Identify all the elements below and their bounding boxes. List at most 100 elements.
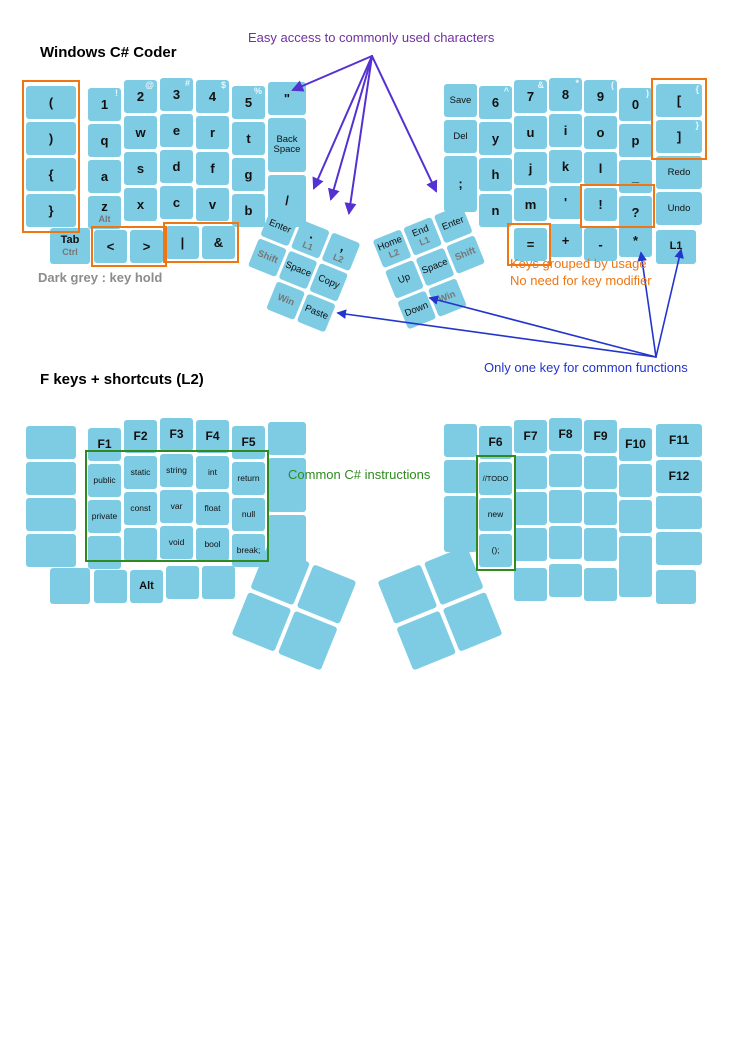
key-label: Back Space <box>273 134 301 155</box>
easy-access-note: Easy access to commonly used characters <box>248 30 495 45</box>
key-label: < <box>106 238 115 254</box>
key-blank <box>26 462 76 495</box>
key-label: > <box>142 238 151 254</box>
grouped-note-line1: Keys grouped by usage <box>510 256 647 271</box>
key-label: Win <box>275 291 296 309</box>
key-bool: bool <box>196 528 229 561</box>
key-shift-label: * <box>575 78 579 88</box>
key-label: v <box>208 196 217 212</box>
key-hold-label: L1 <box>301 238 315 253</box>
key-label: F4 <box>205 429 220 444</box>
key-label: Up <box>396 271 412 287</box>
key-float: float <box>196 492 229 525</box>
key-undo: Undo <box>656 192 702 225</box>
key-label: 4 <box>208 88 217 104</box>
key-label: _ <box>631 168 640 184</box>
key-symbol: ]} <box>656 120 702 153</box>
key-blank <box>514 528 547 561</box>
key-label: p <box>631 132 640 148</box>
key-label: x <box>136 196 145 212</box>
key-label: y <box>491 130 500 146</box>
key-label: Win <box>437 288 458 306</box>
key-x: x <box>124 188 157 221</box>
key-f4: F4 <box>196 420 229 453</box>
key-blank <box>656 570 696 604</box>
key-label: { <box>48 166 54 182</box>
key-label: a <box>100 168 109 184</box>
key-label: ; <box>458 176 463 192</box>
key-label: Save <box>449 94 472 106</box>
key-shift-label: } <box>695 120 699 130</box>
key-label: int <box>208 467 217 478</box>
key-f: f <box>196 152 229 185</box>
key-label: s <box>136 160 145 176</box>
key-label: " <box>283 90 291 106</box>
key-a: a <box>88 160 121 193</box>
key-label: . <box>307 226 317 242</box>
key-1: 1! <box>88 88 121 121</box>
key-f8: F8 <box>549 418 582 451</box>
key-label: Alt <box>139 579 154 592</box>
key-blank <box>514 568 547 601</box>
key-symbol: < <box>94 230 127 263</box>
key-h: h <box>479 158 512 191</box>
key-label: Space <box>420 256 450 277</box>
key-blank <box>444 424 477 457</box>
key-3: 3# <box>160 78 193 111</box>
key-5: 5% <box>232 86 265 119</box>
key-symbol: * <box>619 224 652 257</box>
key-label: d <box>172 158 181 174</box>
key-label: ' <box>563 194 568 210</box>
grouped-by-usage-note: Keys grouped by usage No need for key mo… <box>510 255 652 289</box>
key-label: w <box>135 124 146 140</box>
key-label: Paste <box>303 302 330 323</box>
key-label: bool <box>204 539 221 550</box>
key-u: u <box>514 116 547 149</box>
key-blank <box>549 490 582 523</box>
key-label: ! <box>598 196 603 212</box>
key-string: string <box>160 454 193 487</box>
key-blank <box>514 456 547 489</box>
key-label: + <box>561 232 570 248</box>
key-symbol: [{ <box>656 84 702 117</box>
key-label: Copy <box>316 272 342 292</box>
key-label: F10 <box>625 437 646 452</box>
key-g: g <box>232 158 265 191</box>
key-label: 5 <box>244 94 253 110</box>
key-blank <box>619 464 652 497</box>
key-f10: F10 <box>619 428 652 461</box>
key-label: 1 <box>100 96 109 112</box>
key-f12: F12 <box>656 460 702 493</box>
key-label: l <box>598 160 603 176</box>
key-label: F5 <box>241 435 256 450</box>
key-w: w <box>124 116 157 149</box>
key-shift-label: { <box>695 84 699 94</box>
key-back-space: Back Space <box>268 118 306 172</box>
key-label: (); <box>491 545 500 556</box>
highlight-box-bang-question-keys <box>580 184 655 228</box>
key-label: [ <box>676 92 682 108</box>
key-e: e <box>160 114 193 147</box>
key-blank <box>26 498 76 531</box>
key-label: public <box>93 475 116 486</box>
key-l1: L1 <box>656 230 696 264</box>
csharp-instructions-note: Common C# instructions <box>288 467 431 482</box>
key-shift-label: # <box>184 78 190 88</box>
key-2: 2@ <box>124 80 157 113</box>
key-label: const <box>130 503 151 514</box>
key-label: 0 <box>631 96 640 112</box>
key-label: 7 <box>526 88 535 104</box>
key-symbol: > <box>130 230 163 263</box>
key-symbol: " <box>268 82 306 115</box>
key-f5: F5 <box>232 426 265 459</box>
key-label: 3 <box>172 86 181 102</box>
key-symbol: } <box>26 194 76 227</box>
key-shift-label: % <box>253 86 262 96</box>
key-label: static <box>130 467 151 478</box>
highlight-box-brackets-column <box>22 80 80 233</box>
key-shift-label: & <box>537 80 545 90</box>
key-label: Space <box>283 259 313 280</box>
key-label: F9 <box>593 429 608 444</box>
key-hold-label: L1 <box>417 234 432 248</box>
